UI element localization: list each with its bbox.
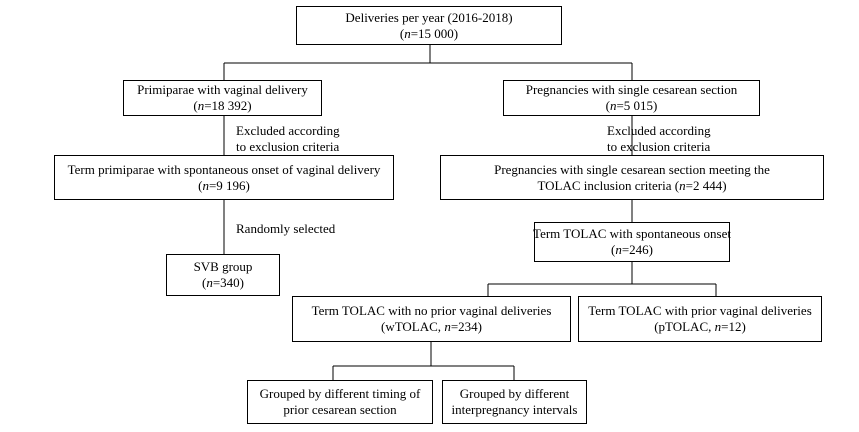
ptolac-count: (pTOLAC, n=12): [654, 319, 746, 334]
term-primiparae-count: (n=9 196): [198, 177, 250, 193]
single-cs-box: Pregnancies with single cesarean section…: [503, 80, 760, 116]
intervals-line2: interpregnancy intervals: [451, 402, 578, 417]
svb-group-box: SVB group (n=340): [166, 254, 280, 296]
ptolac-box: Term TOLAC with prior vaginal deliveries…: [578, 296, 822, 342]
excluded-right-note: Excluded according to exclusion criteria: [607, 123, 711, 155]
svb-group-title: SVB group: [193, 259, 253, 274]
intervals-box: Grouped by different interpregnancy inte…: [442, 380, 587, 424]
excluded-right-line1: Excluded according: [607, 123, 711, 138]
single-cs-tolac-count: TOLAC inclusion criteria (n=2 444): [537, 177, 727, 193]
term-tolac-title: Term TOLAC with spontaneous onset: [533, 226, 731, 241]
term-primiparae-title: Term primiparae with spontaneous onset o…: [67, 161, 381, 177]
timing-line2: prior cesarean section: [283, 402, 397, 417]
excluded-left-line2: to exclusion criteria: [236, 139, 340, 154]
single-cs-title: Pregnancies with single cesarean section: [525, 82, 738, 97]
excluded-left-note: Excluded according to exclusion criteria: [236, 123, 340, 155]
deliveries-count: (n=15 000): [399, 25, 459, 41]
primiparae-box: Primiparae with vaginal delivery (n=18 3…: [123, 80, 322, 116]
primiparae-title: Primiparae with vaginal delivery: [137, 82, 308, 97]
single-cs-count: (n=5 015): [605, 98, 658, 113]
term-primiparae-box: Term primiparae with spontaneous onset o…: [54, 155, 394, 200]
term-tolac-box: Term TOLAC with spontaneous onset (n=246…: [533, 222, 731, 262]
randomly-selected-note: Randomly selected: [236, 221, 336, 236]
intervals-line1: Grouped by different: [459, 386, 570, 401]
excluded-right-line2: to exclusion criteria: [607, 139, 711, 154]
excluded-left-line1: Excluded according: [236, 123, 340, 138]
term-tolac-count: (n=246): [610, 242, 653, 257]
primiparae-count: (n=18 392): [193, 98, 252, 113]
wtolac-title: Term TOLAC with no prior vaginal deliver…: [311, 303, 552, 318]
deliveries-title: Deliveries per year (2016-2018): [345, 9, 513, 25]
timing-line1: Grouped by different timing of: [259, 386, 421, 401]
wtolac-box: Term TOLAC with no prior vaginal deliver…: [292, 296, 571, 342]
single-cs-tolac-title: Pregnancies with single cesarean section…: [494, 161, 770, 177]
wtolac-count: (wTOLAC, n=234): [381, 319, 482, 334]
timing-box: Grouped by different timing of prior ces…: [247, 380, 433, 424]
deliveries-box: Deliveries per year (2016-2018) (n=15 00…: [296, 6, 562, 45]
svb-group-count: (n=340): [201, 275, 244, 290]
single-cs-tolac-box: Pregnancies with single cesarean section…: [440, 155, 824, 200]
ptolac-title: Term TOLAC with prior vaginal deliveries: [588, 303, 812, 318]
